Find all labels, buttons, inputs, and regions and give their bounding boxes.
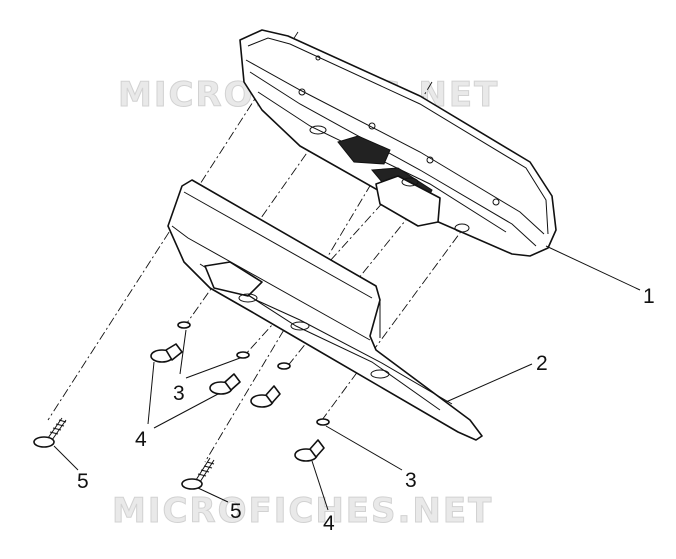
screws <box>33 417 215 490</box>
washer <box>316 418 330 426</box>
instrument-panel-housing <box>239 29 557 257</box>
washer <box>277 362 291 370</box>
callout-labels: 1 2 3 4 5 5 3 4 <box>77 285 655 535</box>
rivets <box>150 343 325 462</box>
rivet <box>209 373 241 395</box>
callout-5a: 5 <box>77 470 89 493</box>
callout-1: 1 <box>643 285 655 308</box>
callout-4b: 4 <box>323 512 335 535</box>
washer <box>177 321 191 329</box>
screw <box>33 417 67 448</box>
leader-lines <box>53 245 641 511</box>
screw <box>181 457 215 490</box>
callout-3b: 3 <box>405 469 417 492</box>
rivet <box>250 385 281 408</box>
callout-5b: 5 <box>230 500 242 523</box>
callout-2: 2 <box>536 352 548 375</box>
rivet <box>150 343 183 363</box>
watermark-bottom: MICROFICHES.NET <box>112 491 493 531</box>
callout-3a: 3 <box>173 382 185 405</box>
callout-4a: 4 <box>135 428 147 451</box>
rivet <box>294 439 325 462</box>
washer <box>236 351 250 359</box>
mounting-bracket <box>167 179 483 441</box>
washers <box>177 321 330 426</box>
